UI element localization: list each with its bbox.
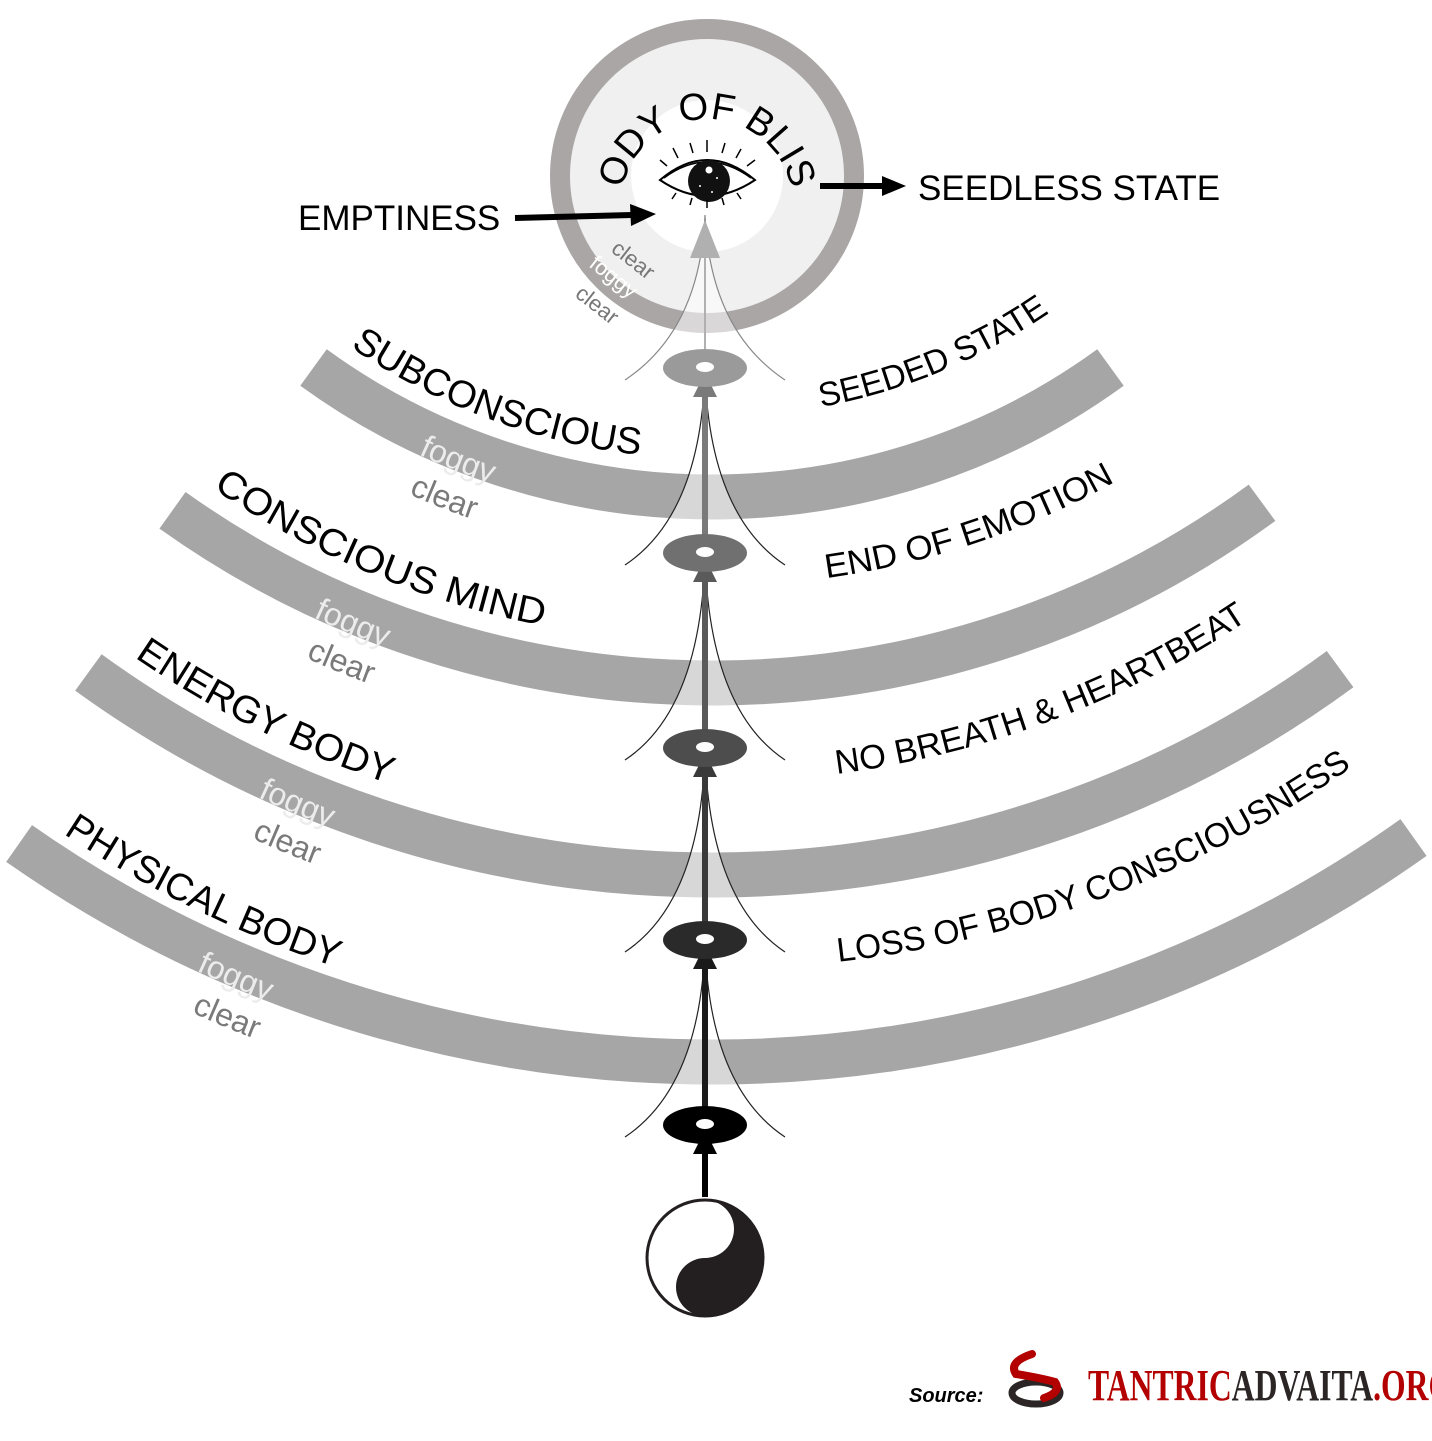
emptiness-arrow-shaft [514,212,633,221]
emptiness-label: EMPTINESS [298,199,500,238]
seedless-arrow-icon [882,176,906,196]
layer-state-subconscious: SEEDED STATE [815,288,1054,415]
emptiness-arrow-icon [630,204,656,226]
chakra-nodes [663,349,747,1144]
source-label: Source: [909,1385,983,1407]
tantricadvaita-logo-icon [1008,1350,1064,1408]
brand-name[interactable]: TANTRICADVAITA.ORG [1088,1362,1432,1410]
chakra-node-center [696,742,714,752]
emptiness-annotation: EMPTINESS [298,199,656,238]
seedless-label: SEEDLESS STATE [918,169,1220,208]
chakra-node-center [696,362,714,372]
chakra-node-center [696,1119,714,1129]
ascent-arrowhead-icon [690,220,720,258]
chakra-node-center [696,934,714,944]
seedless-annotation: SEEDLESS STATE [820,169,1220,208]
chakra-node-center [696,547,714,557]
eye-icon [658,140,757,208]
source-credit: Source: TANTRICADVAITA.ORG [909,1350,1432,1410]
yin-yang-icon [645,1198,765,1318]
